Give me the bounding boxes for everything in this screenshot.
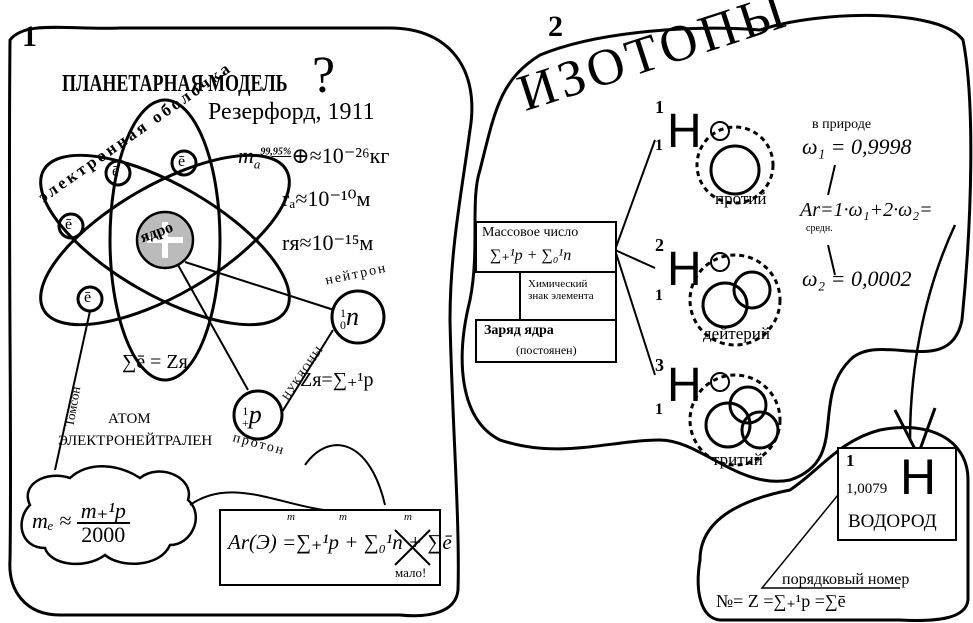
element-name: ВОДОРОД: [848, 511, 937, 532]
electron-2: ē: [178, 153, 186, 170]
in-nature-label: в природе: [812, 117, 872, 132]
element-mass: 1,0079: [846, 481, 888, 497]
panel1-number: 1: [22, 20, 37, 53]
question-mark: ?: [312, 47, 336, 104]
element-symbol: H: [900, 449, 937, 505]
isotope-3-symbol: H: [667, 359, 702, 412]
sum-limit-3: m: [404, 511, 412, 523]
electron-3: ē: [65, 216, 73, 233]
isotope-2-mass: 2: [655, 235, 664, 255]
panel2-number: 2: [548, 10, 563, 43]
radius-nucleus: rя≈10⁻¹⁵м: [282, 230, 374, 255]
neutral-line1: АТОМ: [108, 411, 151, 427]
mass-formula: mа99,95%⊕≈10⁻²⁶кг: [238, 143, 390, 172]
chem-sign-label: Химический знак элемента: [528, 278, 594, 303]
charge-label: Заряд ядра: [484, 323, 554, 338]
sum-electrons: ∑ē = Zя: [122, 351, 188, 373]
ar-average-sub: средн.: [806, 223, 833, 234]
mass-number-formula: ∑₊¹p + ∑₀¹n: [490, 247, 572, 264]
isotope-1-charge: 1: [655, 137, 663, 154]
ar-average: Ar=1·ω₁+2·ω₂=: [800, 199, 933, 221]
ar-note: мало!: [395, 565, 427, 580]
electron-cloud: [20, 465, 198, 566]
panel1-outline: [7, 25, 474, 618]
panel3-outline: [696, 425, 970, 622]
panel2-outline: [460, 13, 973, 483]
panel1-title: ПЛАНЕТАРНАЯ МОДЕЛЬ: [62, 71, 288, 97]
isotope-1-name: протий: [715, 189, 767, 208]
z-formula: Zя=∑₊¹p: [300, 369, 374, 391]
ar-formula: Ar(Э) =∑₊¹p + ∑₀¹n + ∑ē: [228, 530, 452, 554]
mass-percent: 99,95%: [260, 146, 292, 158]
omega1: ω₁ = 0,9998: [802, 134, 912, 159]
charge-note: (постоянен): [516, 343, 577, 357]
electron-1: ē: [112, 163, 120, 180]
isotope-2-symbol: H: [667, 243, 702, 296]
sum-limit-2: m: [339, 511, 347, 523]
mass-number-label: Массовое число: [482, 225, 579, 240]
proton-symbol: 1+p: [242, 400, 262, 431]
element-number: 1: [846, 451, 855, 470]
electron-4: ē: [84, 289, 92, 306]
isotope-1-symbol: H: [667, 105, 702, 158]
neutral-line2: ЭЛЕКТРОНЕЙТРАЛЕН: [58, 433, 213, 449]
isotope-3-charge: 1: [655, 401, 663, 418]
number-formula: №= Z =∑₊¹p =∑ē: [716, 591, 846, 611]
isotope-3-mass: 3: [655, 355, 664, 375]
isotope-2-name: дейтерий: [703, 324, 770, 343]
isotope-1-mass: 1: [655, 97, 664, 117]
sum-limit-1: m: [287, 511, 295, 523]
isotope-2-charge: 1: [655, 287, 663, 304]
ordinal-label: порядковый номер: [782, 571, 910, 588]
author-year: Резерфорд, 1911: [208, 99, 375, 125]
isotope-3-name: тритий: [712, 450, 763, 469]
omega2: ω₂ = 0,0002: [802, 266, 912, 291]
radius-atom: rₐ≈10⁻¹⁰м: [282, 186, 371, 211]
